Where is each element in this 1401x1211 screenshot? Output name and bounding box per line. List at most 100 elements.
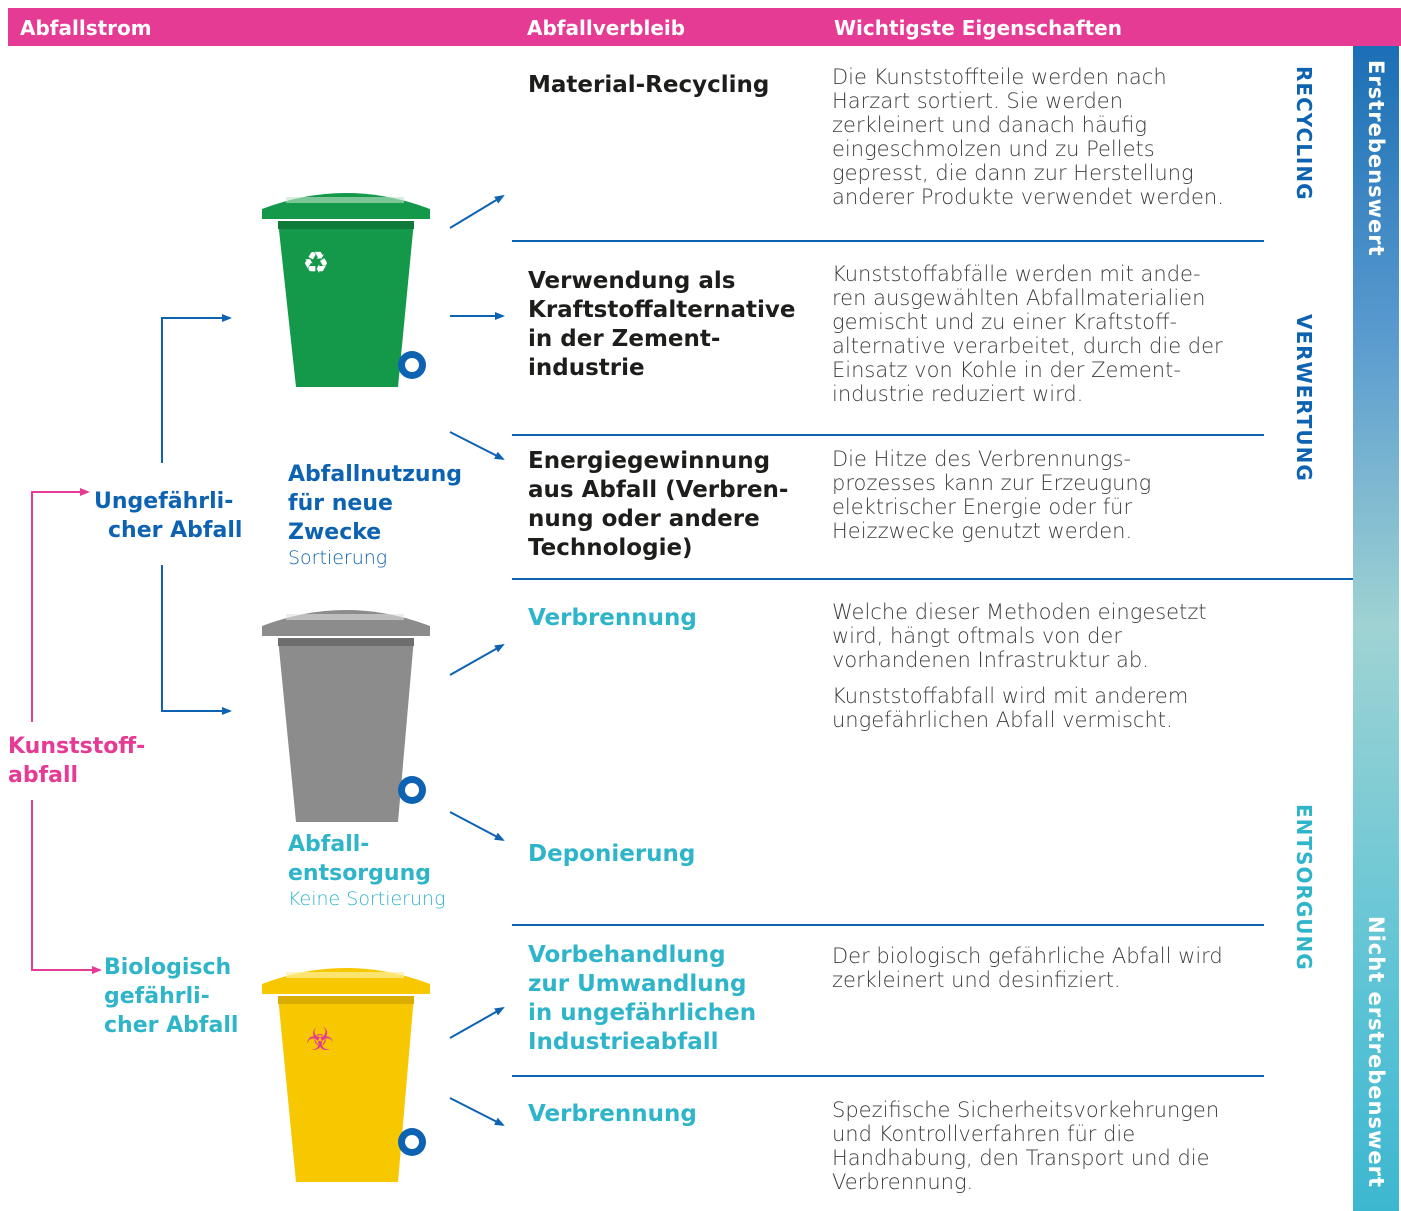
description-energy-recovery: Die Hitze des Verbrennungs- prozesses ka… <box>832 447 1151 543</box>
category-recycling: RECYCLING <box>1292 66 1316 201</box>
destination-incineration: Verbrennung <box>528 604 697 633</box>
description-line: Die Kunststoffteile werden nach <box>832 65 1167 89</box>
green-bin-title-line: für neue <box>288 491 393 516</box>
root-to-biohazard-connector <box>31 800 102 974</box>
destination-line: Kraftstoffalternative <box>528 297 796 323</box>
description-line: gepresst, die dann zur Herstellung <box>832 161 1194 185</box>
description-line: ungefährlichen Abfall vermischt. <box>832 708 1173 732</box>
description-line: Heizzwecke genutzt werden. <box>832 519 1133 543</box>
description-line: elektrischer Energie oder für <box>832 495 1133 519</box>
destination-line: nung oder andere <box>528 506 760 532</box>
description-line: Der biologisch gefährliche Abfall wird <box>832 944 1223 968</box>
description-line: Welche dieser Methoden eingesetzt <box>832 600 1207 624</box>
branch-biohazard-label: Biologisch gefährli- cher Abfall <box>104 953 238 1040</box>
arrow-energy <box>449 431 505 460</box>
destination-line: Energiegewinnung <box>528 448 771 474</box>
green-bin-caption: Abfallnutzung für neue Zwecke Sortierung <box>288 460 462 569</box>
branch-harmless-label: Ungefährli- cher Abfall <box>94 487 242 545</box>
description-line: ren ausgewählten Abfallmaterialien <box>832 286 1206 310</box>
svg-text:♻: ♻ <box>303 246 330 281</box>
branch-biohazard-line: Biologisch <box>104 955 232 980</box>
header-bar: Abfallstrom Abfallverbleib Wichtigste Ei… <box>8 8 1401 46</box>
destination-line: industrie <box>528 355 645 381</box>
header-col-properties: Wichtigste Eigenschaften <box>834 16 1122 40</box>
destination-line: Verbrennung <box>528 605 697 631</box>
destination-line: Vorbehandlung <box>528 942 726 968</box>
green-bin-title-line: Abfallnutzung <box>288 462 462 487</box>
destination-line: in ungefährlichen <box>528 1000 757 1026</box>
description-line: prozesses kann zur Erzeugung <box>832 471 1152 495</box>
scale-bottom-label: Nicht erstrebenswert <box>1364 916 1388 1189</box>
row-divider <box>512 578 1353 580</box>
description-line: und Kontrollverfahren für die <box>832 1122 1136 1146</box>
green-bin-subtitle: Sortierung <box>288 547 388 569</box>
header-col-waste-stream: Abfallstrom <box>20 16 152 40</box>
scale-top-label: Erstrebenswert <box>1364 60 1388 257</box>
grey-bin-subtitle: Keine Sortierung <box>288 888 446 910</box>
arrow-incineration <box>449 644 505 676</box>
arrow-pretreatment <box>449 1007 505 1039</box>
description-line: Die Hitze des Verbrennungs- <box>832 447 1132 471</box>
description-line: Harzart sortiert. Sie werden <box>832 89 1124 113</box>
description-line: Einsatz von Kohle in der Zement- <box>832 358 1181 382</box>
description-line: Handhabung, den Transport und die <box>832 1146 1210 1170</box>
description-line: wird, hängt oftmals von der <box>832 624 1122 648</box>
description-material-recycling: Die Kunststoffteile werden nach Harzart … <box>832 65 1224 209</box>
description-line: anderer Produkte verwendet werden. <box>832 185 1224 209</box>
category-entsorgung: ENTSORGUNG <box>1292 804 1316 971</box>
description-line: eingeschmolzen und zu Pellets <box>832 137 1155 161</box>
branch-harmless-line: cher Abfall <box>108 518 243 543</box>
destination-line: Verwendung als <box>528 268 736 294</box>
root-to-harmless-connector <box>31 488 90 722</box>
destination-line: Industrieabfall <box>528 1029 719 1055</box>
destination-material-recycling: Material-Recycling <box>528 71 769 100</box>
destination-line: Verbrennung <box>528 1101 697 1127</box>
row-divider <box>512 434 1264 436</box>
root-label-line: Kunststoff- <box>8 734 146 759</box>
description-line: vorhandenen Infrastruktur ab. <box>832 648 1149 672</box>
harmless-to-green-bin-connector <box>161 314 232 463</box>
green-bin-title-line: Zwecke <box>288 520 382 545</box>
description-line: zerkleinert und danach häufig <box>832 113 1147 137</box>
root-label-line: abfall <box>8 763 79 788</box>
arrow-landfill <box>449 811 505 841</box>
arrow-bio-incineration <box>449 1097 505 1126</box>
grey-bin-title-line: Abfall- <box>288 832 370 857</box>
description-line: Kunststoffabfälle werden mit ande- <box>832 262 1201 286</box>
harmless-to-grey-bin-connector <box>161 565 232 715</box>
header-col-destination: Abfallverbleib <box>527 16 686 40</box>
branch-biohazard-line: cher Abfall <box>104 1013 239 1038</box>
description-line: gemischt und zu einer Kraftstoff- <box>832 310 1178 334</box>
branch-biohazard-line: gefährli- <box>104 984 210 1009</box>
grey-bin-caption: Abfall- entsorgung Keine Sortierung <box>288 830 445 910</box>
destination-cement-fuel: Verwendung als Kraftstoffalternative in … <box>528 267 796 383</box>
description-line: Verbrennung. <box>832 1170 974 1194</box>
destination-pretreatment: Vorbehandlung zur Umwandlung in ungefähr… <box>528 941 756 1057</box>
grey-bin-icon <box>262 610 430 822</box>
desirability-scale-bar: Erstrebenswert Nicht erstrebenswert <box>1353 46 1399 1211</box>
destination-line: in der Zement- <box>528 326 721 352</box>
description-line: alternative verarbeitet, durch die der <box>832 334 1223 358</box>
grey-bin-title-line: entsorgung <box>288 861 431 886</box>
row-divider <box>512 924 1264 926</box>
destination-line: Material-Recycling <box>528 72 770 98</box>
description-incineration: Welche dieser Methoden eingesetzt wird, … <box>832 600 1207 732</box>
svg-text:☣: ☣ <box>306 1020 335 1058</box>
description-bio-incineration: Spezifische Sicherheitsvorkehrungen und … <box>832 1098 1219 1194</box>
destination-line: aus Abfall (Verbren- <box>528 477 789 503</box>
destination-line: Deponierung <box>528 841 696 867</box>
description-line: zerkleinert und desinfiziert. <box>832 968 1121 992</box>
root-label: Kunststoff- abfall <box>8 732 145 790</box>
description-pretreatment: Der biologisch gefährliche Abfall wird z… <box>832 944 1223 992</box>
destination-energy-recovery: Energiegewinnung aus Abfall (Verbren- nu… <box>528 447 788 563</box>
description-line: Kunststoffabfall wird mit anderem <box>832 684 1189 708</box>
row-divider <box>512 240 1264 242</box>
yellow-bin-icon: ☣ <box>262 968 430 1182</box>
description-cement-fuel: Kunststoffabfälle werden mit ande- ren a… <box>832 262 1223 406</box>
destination-line: zur Umwandlung <box>528 971 747 997</box>
description-line: Spezifische Sicherheitsvorkehrungen <box>832 1098 1220 1122</box>
destination-landfill: Deponierung <box>528 840 695 869</box>
description-line: industrie reduziert wird. <box>832 382 1084 406</box>
destination-line: Technologie) <box>528 535 693 561</box>
